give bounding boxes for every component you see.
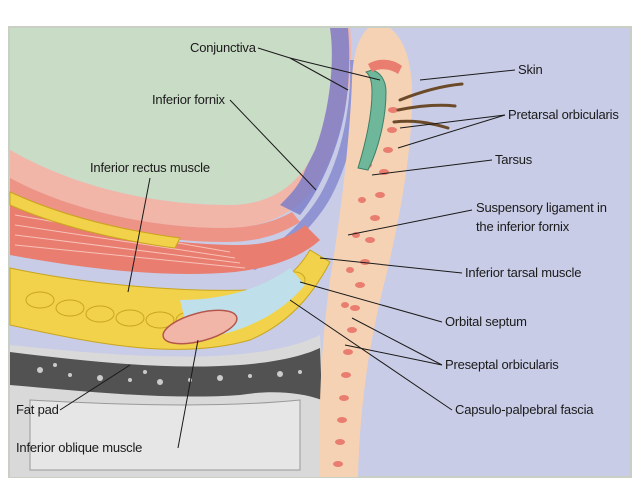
maxillary-sinus — [29, 399, 301, 471]
tarsus-shape — [357, 69, 387, 171]
label-capsulo-palpebral-fascia: Capsulo-palpebral fascia — [455, 402, 594, 417]
conjunctiva-layer — [280, 28, 350, 215]
label-inferior-tarsal-muscle: Inferior tarsal muscle — [465, 265, 581, 280]
leader-lines — [59, 47, 516, 449]
label-inferior-rectus-muscle: Inferior rectus muscle — [90, 160, 210, 175]
eyelashes — [392, 82, 464, 130]
label-preseptal-orbicularis: Preseptal orbicularis — [445, 357, 559, 372]
label-conjunctiva: Conjunctiva — [190, 40, 257, 55]
label-fat-pad: Fat pad — [16, 402, 59, 417]
eyelid-skin — [319, 28, 413, 477]
label-inferior-fornix: Inferior fornix — [152, 92, 226, 107]
upper-muscle-band — [10, 178, 300, 242]
globe — [10, 28, 332, 205]
orbicularis-fibers — [333, 107, 398, 467]
label-suspensory-ligament-2: the inferior fornix — [476, 219, 570, 234]
inferior-oblique-muscle-shape — [162, 309, 238, 345]
label-inferior-oblique-muscle: Inferior oblique muscle — [16, 440, 142, 455]
label-skin: Skin — [518, 62, 543, 77]
bone-pores — [37, 363, 302, 385]
label-orbital-septum: Orbital septum — [445, 314, 527, 329]
fat-band-upper — [9, 191, 181, 249]
lid-margin — [368, 59, 402, 74]
bone-cancellous — [10, 348, 322, 400]
inferior-rectus-muscle-shape — [10, 205, 320, 275]
label-tarsus: Tarsus — [495, 152, 533, 167]
label-suspensory-ligament-1: Suspensory ligament in — [476, 200, 607, 215]
label-pretarsal-orbicularis: Pretarsal orbicularis — [508, 107, 619, 122]
